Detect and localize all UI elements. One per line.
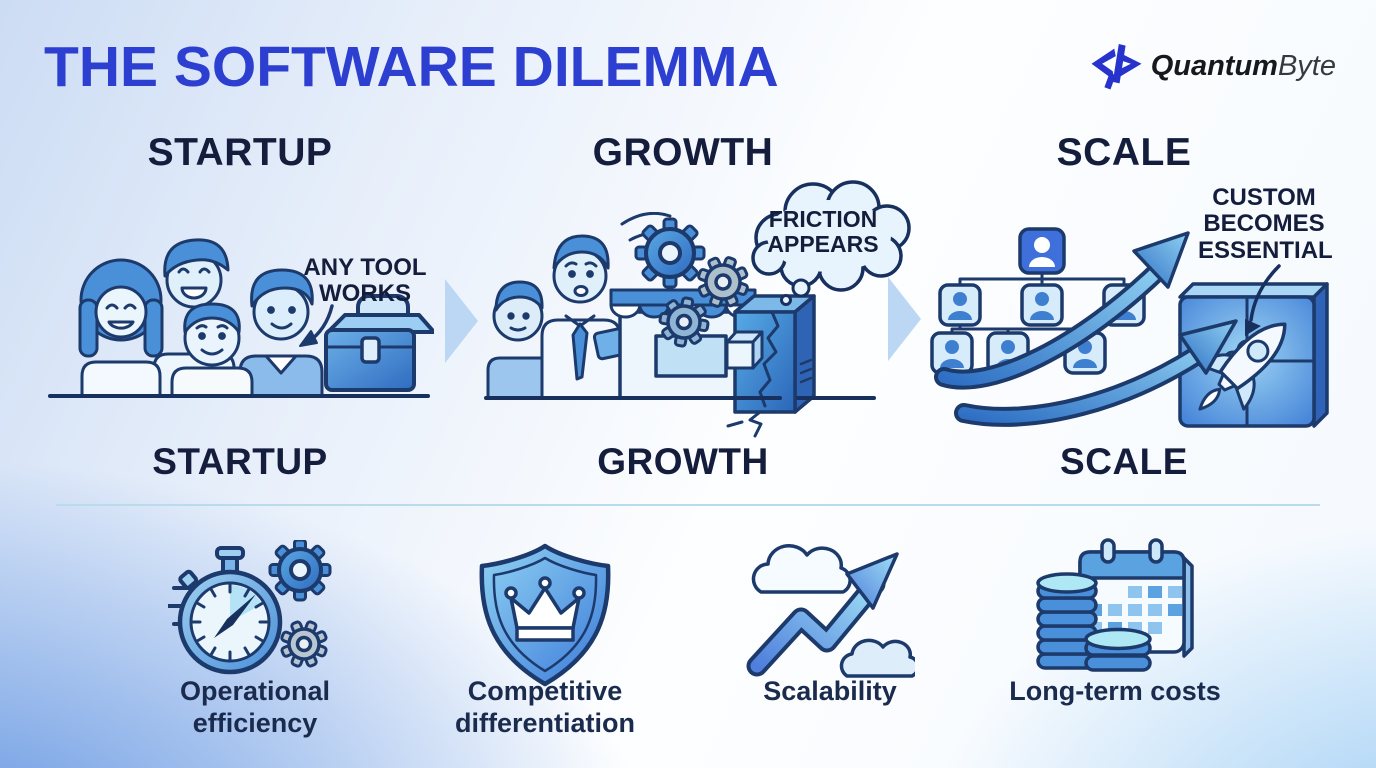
coins-calendar-icon [1030,538,1200,688]
scale-illustration [930,225,1330,430]
section-divider [56,504,1320,506]
brand-logo: QuantumByte [1087,40,1336,92]
growth-illustration [480,212,880,438]
stage-heading-scale: SCALE [1056,131,1192,174]
startup-illustration [44,200,434,432]
growth-arrow-clouds-icon [745,538,915,688]
shield-crown-icon [470,540,620,690]
stage-caption-scale: SCALE [1060,441,1188,482]
chevron-right-icon [445,279,478,363]
annotation-arrow-icon [1237,262,1287,340]
page-title: THE SOFTWARE DILEMMA [44,35,779,99]
benefit-label-competitive-differentiation: Competitive differentiation [455,676,635,738]
annotation-any-tool-works: ANY TOOL WORKS [303,254,427,308]
brand-name: QuantumByte [1150,49,1336,82]
benefit-label-scalability: Scalability [763,676,897,706]
benefit-label-operational-efficiency: Operational efficiency [179,676,331,738]
stage-caption-growth: GROWTH [597,441,769,482]
stage-heading-growth: GROWTH [592,131,774,174]
benefit-label-long-term-costs: Long-term costs [1009,676,1221,706]
stage-caption-startup: STARTUP [152,441,328,482]
stage-heading-startup: STARTUP [147,131,333,174]
stopwatch-gears-icon [168,540,348,680]
annotation-custom-becomes-essential: CUSTOM BECOMES ESSENTIAL [1198,184,1333,264]
annotation-friction-appears: FRICTION APPEARS [767,206,879,258]
quantumbyte-logo-mark-icon [1087,40,1143,92]
thought-bubble-icon [735,176,917,326]
